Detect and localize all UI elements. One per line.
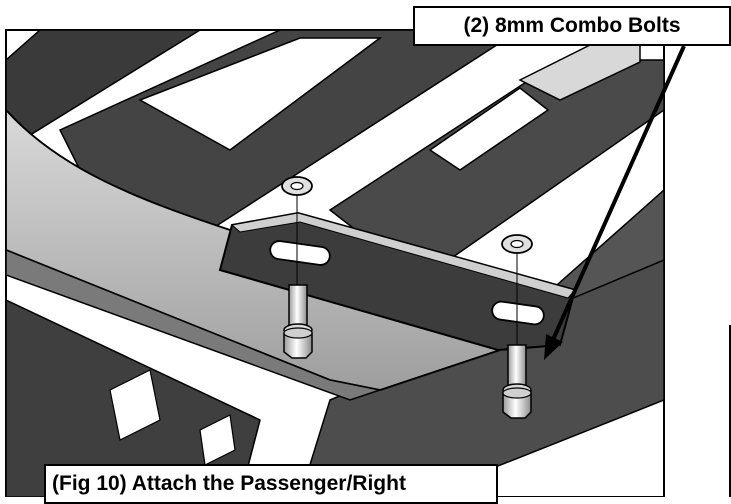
- bolts-callout-label: (2) 8mm Combo Bolts: [413, 6, 731, 46]
- frame-opening-far: [518, 39, 641, 101]
- combo-bolt: [283, 284, 313, 359]
- frame-slot: [199, 414, 236, 466]
- frame-slot: [109, 369, 161, 441]
- washer: [501, 234, 533, 254]
- combo-bolt: [502, 344, 532, 419]
- leader-arrow: [544, 45, 686, 360]
- frame-opening-right: [428, 87, 550, 171]
- side-tick: [729, 325, 731, 497]
- plate-slot: [269, 240, 331, 266]
- frame-rail-upper: [6, 30, 202, 151]
- figure-caption: (Fig 10) Attach the Passenger/Right: [44, 464, 498, 504]
- frame-opening: [138, 37, 383, 151]
- washer: [281, 176, 313, 196]
- mounting-plate: [218, 211, 577, 352]
- bracket-flange: [6, 249, 383, 401]
